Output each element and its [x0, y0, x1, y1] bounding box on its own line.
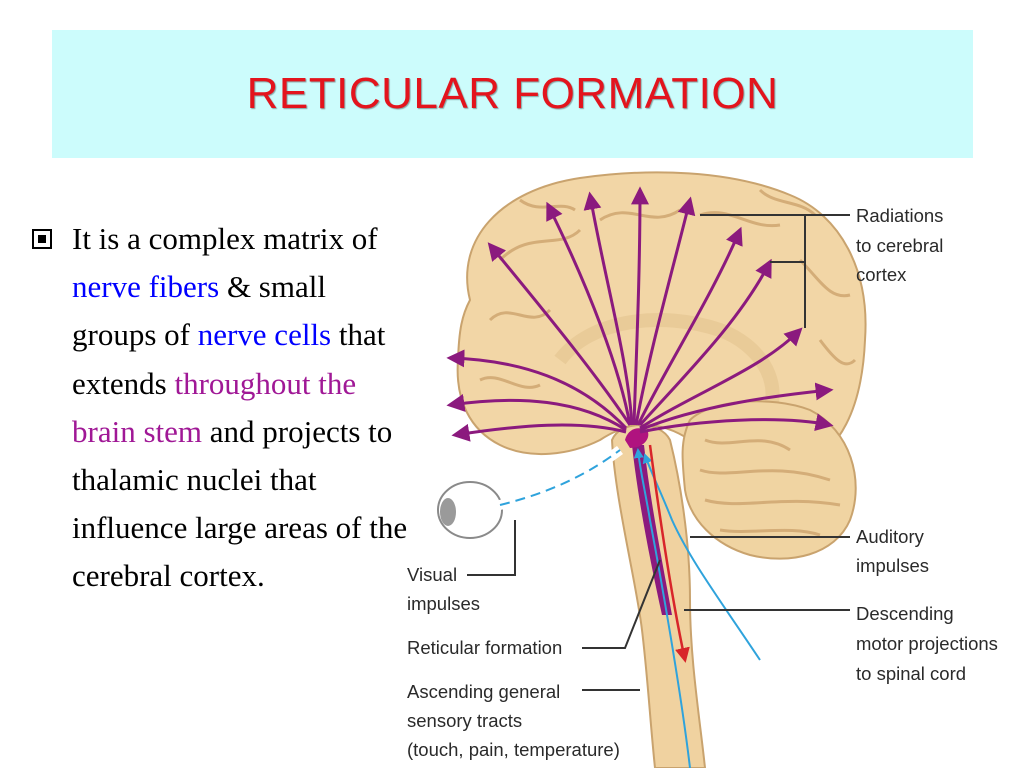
- label-auditory-line-2: impulses: [856, 555, 929, 576]
- highlight-brain-stem: throughout the brain stem: [72, 365, 357, 449]
- label-radiations-line-3: cortex: [856, 264, 907, 285]
- eye-illustration: [437, 445, 623, 539]
- title-band: RETICULAR FORMATION: [52, 30, 973, 158]
- bullet-text-segment: that extends: [72, 317, 386, 401]
- label-descending-line-3: to spinal cord: [856, 663, 966, 684]
- leader-lines: [467, 214, 850, 691]
- sensory-pathways: [633, 444, 761, 768]
- label-auditory-line-1: Auditory: [856, 526, 925, 547]
- label-radiations-line-1: Radiations: [856, 205, 943, 226]
- label-visual-line-1: Visual: [407, 564, 457, 585]
- cerebellum: [681, 400, 857, 560]
- slide-title: RETICULAR FORMATION: [246, 69, 779, 118]
- label-descending-line-2: motor projections: [856, 633, 998, 654]
- highlight-nerve-cells: nerve cells: [197, 317, 332, 353]
- highlight-nerve-fibers: nerve fibers: [72, 269, 220, 305]
- label-reticular-formation: Reticular formation: [407, 637, 562, 658]
- bullet-text: It is a complex matrix of nerve fibers &…: [72, 215, 412, 601]
- label-radiations-line-2: to cerebral: [856, 235, 943, 256]
- bullet-text-segment: and projects to thalamic nuclei that inf…: [72, 413, 408, 594]
- label-descending-line-1: Descending: [856, 603, 954, 624]
- radiation-fibers: [446, 186, 834, 442]
- label-ascending-line-1: Ascending general: [407, 681, 560, 702]
- label-ascending-line-2: sensory tracts: [407, 710, 522, 731]
- label-ascending-line-3: (touch, pain, temperature): [407, 739, 620, 760]
- bullet-text-segment: & small groups of: [72, 269, 326, 353]
- label-visual-line-2: impulses: [407, 593, 480, 614]
- square-bullet-icon: [32, 229, 52, 249]
- bullet-text-segment: It is a complex matrix of: [72, 221, 378, 256]
- brain-illustration: Radiations to cerebral cortex Visual imp…: [407, 171, 998, 768]
